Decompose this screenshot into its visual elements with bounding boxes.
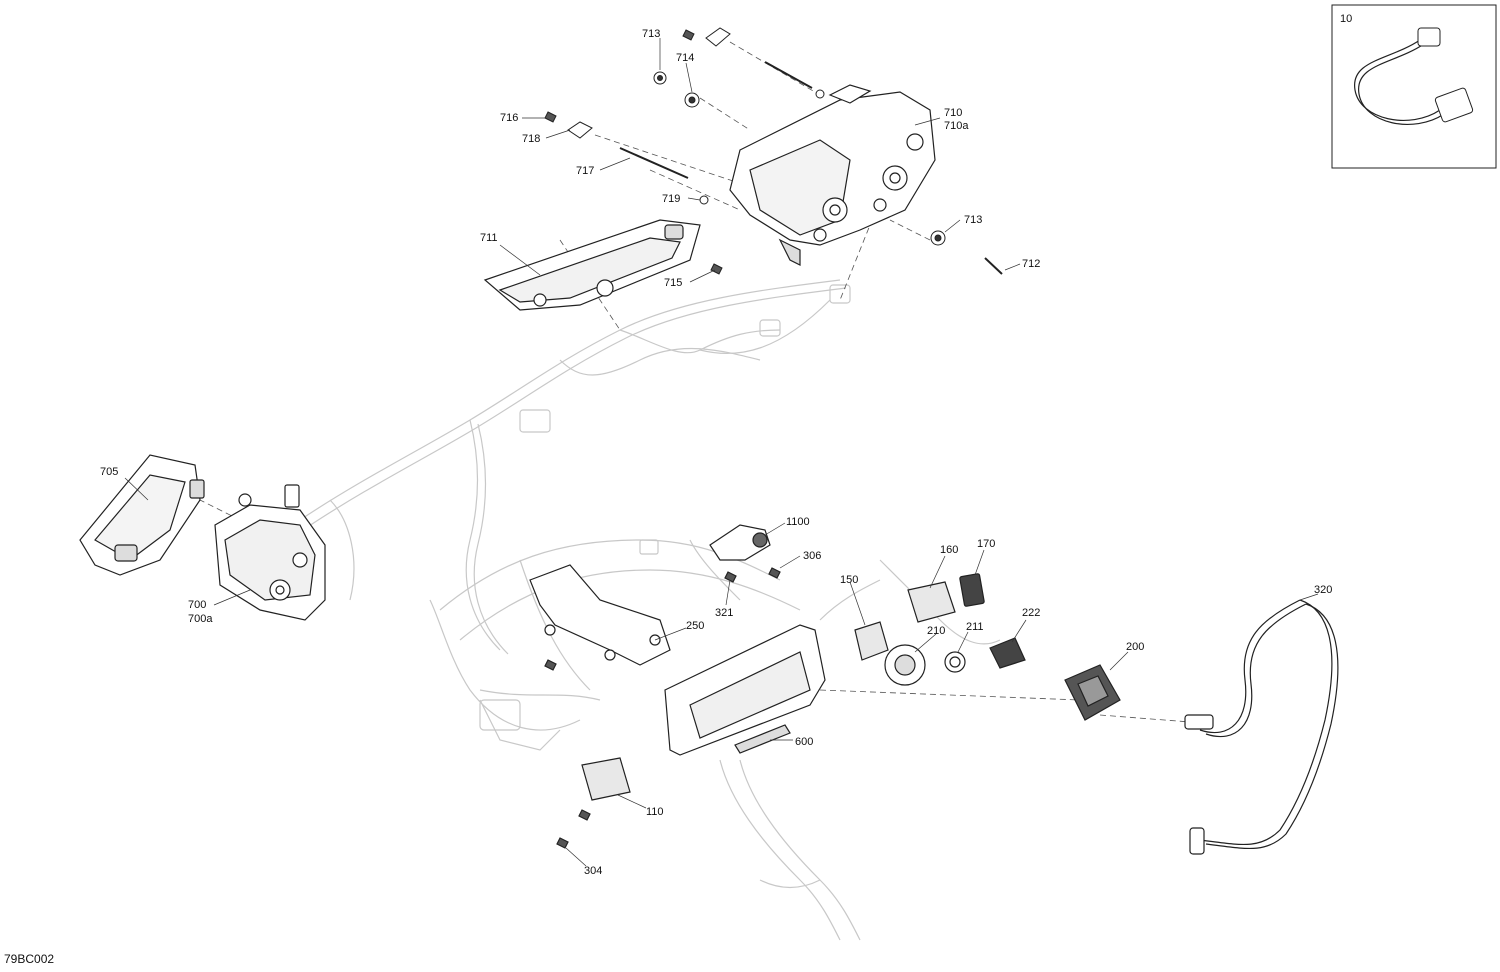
callout-320: 320 bbox=[1314, 584, 1332, 596]
ghost-wiring-harness bbox=[299, 279, 1001, 941]
bracket-250 bbox=[529, 564, 671, 671]
keypad-200 bbox=[1064, 664, 1121, 721]
callout-710: 710 bbox=[944, 107, 962, 119]
callout-711: 711 bbox=[480, 232, 498, 244]
callout-710a: 710a bbox=[944, 120, 969, 132]
callout-110: 110 bbox=[646, 806, 664, 818]
socket-1100 bbox=[709, 524, 781, 583]
headlight-705 bbox=[79, 454, 205, 576]
ignition-parts bbox=[884, 637, 1026, 686]
callout-716: 716 bbox=[500, 112, 518, 124]
headlight-housing-710 bbox=[729, 84, 936, 266]
callout-321: 321 bbox=[715, 607, 733, 619]
callout-211: 211 bbox=[966, 621, 984, 633]
callout-200: 200 bbox=[1126, 641, 1144, 653]
callout-250: 250 bbox=[686, 620, 704, 632]
light-bar-711 bbox=[483, 219, 701, 311]
callout-600: 600 bbox=[795, 736, 813, 748]
callout-170: 170 bbox=[977, 538, 995, 550]
drawing-id: 79BC002 bbox=[4, 952, 55, 966]
callout-labels: 713 714 716 718 717 719 710 710a 713 712… bbox=[100, 28, 1332, 877]
callout-160: 160 bbox=[940, 544, 958, 556]
cable-320 bbox=[1184, 599, 1339, 855]
inset-item-10: 10 bbox=[1331, 4, 1497, 169]
switches bbox=[556, 573, 985, 849]
callout-700: 700 bbox=[188, 599, 206, 611]
callout-717: 717 bbox=[576, 165, 594, 177]
inset-label: 10 bbox=[1340, 13, 1352, 25]
callout-713-top: 713 bbox=[642, 28, 660, 40]
callout-713-right: 713 bbox=[964, 214, 982, 226]
callout-304: 304 bbox=[584, 865, 602, 877]
callout-222: 222 bbox=[1022, 607, 1040, 619]
callout-306: 306 bbox=[803, 550, 821, 562]
callout-210: 210 bbox=[927, 625, 945, 637]
callout-715: 715 bbox=[664, 277, 682, 289]
callout-1100: 1100 bbox=[786, 516, 810, 528]
callout-705: 705 bbox=[100, 466, 118, 478]
callout-712: 712 bbox=[1022, 258, 1040, 270]
display-600 bbox=[664, 624, 826, 756]
callout-719: 719 bbox=[662, 193, 680, 205]
callout-leaders bbox=[124, 38, 1319, 867]
callout-714: 714 bbox=[676, 52, 694, 64]
hardware-top bbox=[544, 27, 1003, 275]
callout-700a: 700a bbox=[188, 613, 213, 625]
callout-718: 718 bbox=[522, 133, 540, 145]
callout-150: 150 bbox=[840, 574, 858, 586]
headlight-700 bbox=[214, 484, 326, 621]
